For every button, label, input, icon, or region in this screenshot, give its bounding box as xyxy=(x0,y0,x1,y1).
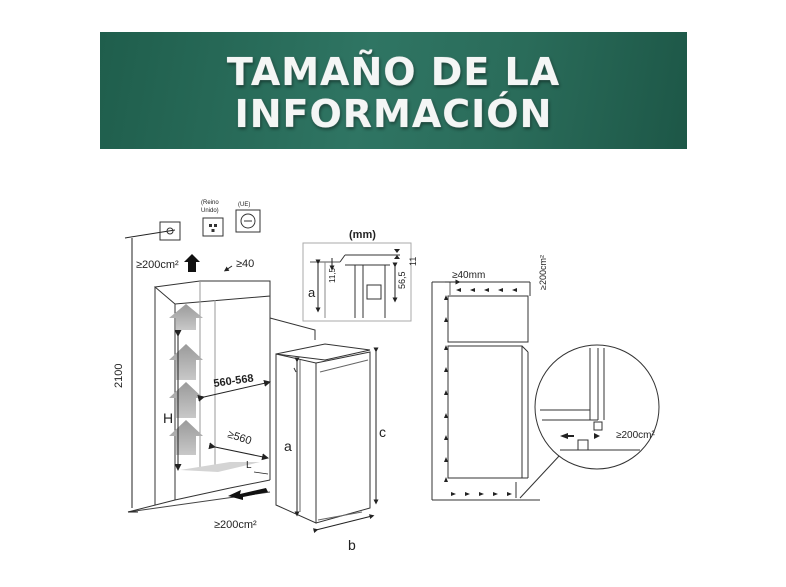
title-line-2: INFORMACIÓN xyxy=(234,92,553,136)
b-dim-arrow xyxy=(312,514,375,534)
title-banner: TAMAÑO DE LA INFORMACIÓN xyxy=(100,32,687,149)
top-vent-arrow xyxy=(184,254,200,272)
socket-caption-uk-line1: (Reino xyxy=(201,200,219,206)
detail-11-5-label: 11,5 xyxy=(328,267,337,283)
bottom-vent-label: ≥200cm² xyxy=(214,519,257,531)
zoom-detail xyxy=(540,348,640,451)
detail-56-5-label: 56,5 xyxy=(397,271,407,289)
detail-11-arrows xyxy=(394,249,400,259)
appliance-drawing xyxy=(275,343,371,524)
niche-depth-arrow xyxy=(208,442,269,461)
height-dimension xyxy=(124,229,176,513)
top-vent-label: ≥200cm² xyxy=(136,259,179,271)
bottom-vent-arrow xyxy=(228,488,268,500)
units-label: (mm) xyxy=(349,229,376,241)
niche-depth-label: ≥560 xyxy=(226,428,253,447)
top-gap-arrow xyxy=(223,265,233,272)
L-label: L xyxy=(246,460,252,471)
height-total-label: 2100 xyxy=(113,364,125,388)
detail-a-label: a xyxy=(308,285,316,300)
b-label: b xyxy=(348,537,356,553)
zoom-arrows xyxy=(560,433,600,439)
niche-width-label: 560-568 xyxy=(213,372,255,390)
top-gap-label: ≥40 xyxy=(236,258,254,270)
side-airflow-arrows xyxy=(444,288,517,496)
side-view xyxy=(431,281,540,501)
detail-box xyxy=(302,242,412,322)
niche-width-arrow xyxy=(197,379,271,402)
side-gap-label: ≥40mm xyxy=(452,270,485,281)
socket-dots xyxy=(209,224,217,232)
socket-caption-eu: (UE) xyxy=(238,202,250,208)
title-line-1: TAMAÑO DE LA xyxy=(226,50,561,94)
socket-caption-uk-line2: Unido) xyxy=(201,208,219,214)
side-vent-top-label: ≥200cm² xyxy=(538,255,548,290)
socket-icons xyxy=(159,209,261,241)
side-vent-detail-label: ≥200cm² xyxy=(616,430,656,441)
zoom-leader xyxy=(519,454,561,499)
H-label: H xyxy=(163,410,173,426)
a-label: a xyxy=(284,438,292,454)
detail-11-label: 11 xyxy=(408,257,418,266)
c-label: c xyxy=(379,424,386,440)
